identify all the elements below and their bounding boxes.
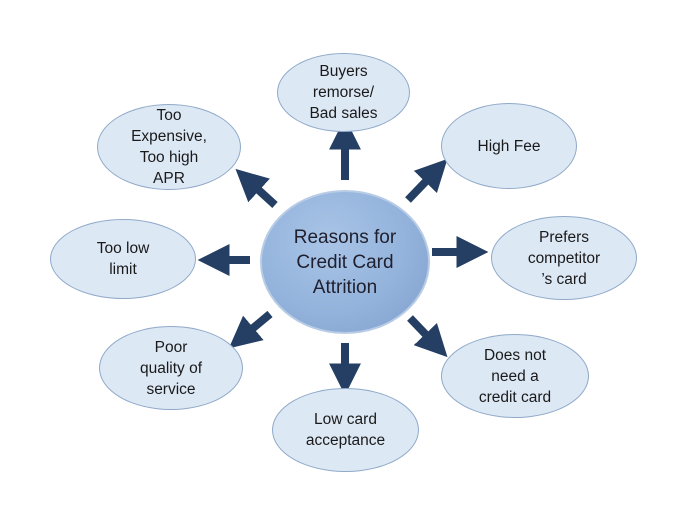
node-label: Buyers remorse/ Bad sales bbox=[309, 63, 378, 122]
center-label: Reasons for Credit Card Attrition bbox=[293, 226, 397, 298]
arrow-to-poor-service bbox=[228, 310, 273, 349]
node-does-not-need: Does not need a credit card bbox=[441, 334, 589, 418]
arrow-to-high-fee bbox=[405, 158, 448, 203]
node-label: Poor quality of service bbox=[139, 338, 203, 398]
node-label: Does not need a credit card bbox=[478, 346, 552, 406]
arrow-to-does-not-need bbox=[407, 315, 448, 358]
arrow-to-too-expensive bbox=[235, 168, 278, 208]
node-label: Prefers competitor ’s card bbox=[527, 228, 601, 288]
node-too-expensive: Too Expensive, Too high APR bbox=[97, 104, 241, 190]
node-prefers-competitor: Prefers competitor ’s card bbox=[491, 216, 637, 300]
node-label: Too low limit bbox=[96, 240, 150, 278]
node-low-acceptance: Low card acceptance bbox=[272, 388, 419, 472]
node-label: High Fee bbox=[477, 137, 541, 155]
node-high-fee: High Fee bbox=[441, 103, 577, 189]
node-label: Low card acceptance bbox=[305, 411, 386, 449]
node-buyers-remorse: Buyers remorse/ Bad sales bbox=[277, 53, 410, 132]
center-node: Reasons for Credit Card Attrition bbox=[260, 190, 430, 334]
node-label: Too Expensive, Too high APR bbox=[131, 107, 207, 187]
node-poor-service: Poor quality of service bbox=[99, 326, 243, 410]
node-too-low-limit: Too low limit bbox=[50, 219, 196, 299]
